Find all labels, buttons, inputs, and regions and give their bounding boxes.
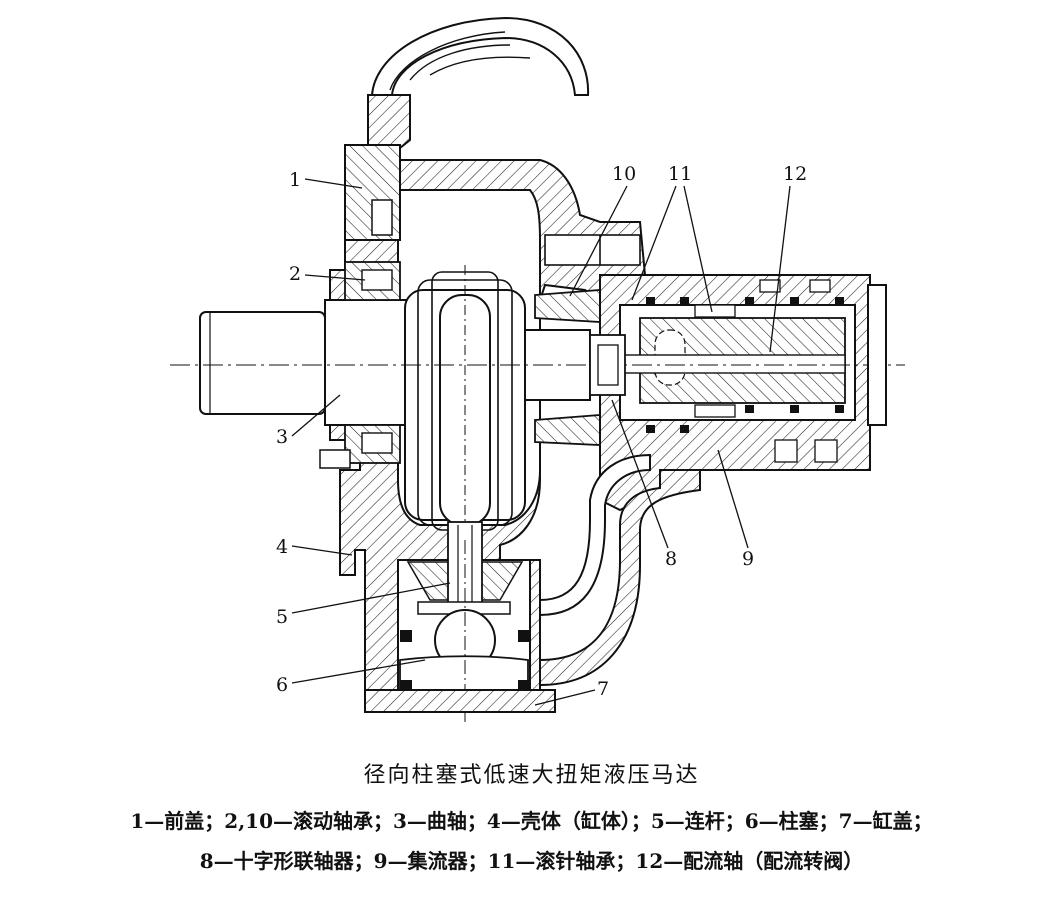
motor-cross-section-drawing: 1 2 3 4 5 6 7 8 9 10 11 12 <box>170 16 905 725</box>
label-part-9: 9 <box>742 548 754 570</box>
label-part-6: 6 <box>276 674 288 696</box>
figure-title: 径向柱塞式低速大扭矩液压马达 <box>363 763 700 788</box>
label-part-10: 10 <box>612 163 636 185</box>
oil-pipe-top <box>370 16 590 96</box>
piston-and-rod <box>364 521 556 725</box>
rolling-bearing-front <box>319 261 401 469</box>
label-part-1: 1 <box>289 169 301 191</box>
legend-line-1: 1—前盖；2,10—滚动轴承；3—曲轴；4—壳体（缸体）；5—连杆；6—柱塞；7… <box>130 809 933 833</box>
distributor-housing <box>170 274 905 512</box>
part-labels: 1 2 3 4 5 6 7 8 9 10 11 12 <box>276 163 807 706</box>
oil-pipe-return <box>539 453 701 687</box>
rolling-bearing-rear <box>534 234 641 446</box>
label-part-12: 12 <box>783 163 807 185</box>
label-part-11: 11 <box>668 163 692 185</box>
label-part-5: 5 <box>276 606 288 628</box>
label-part-2: 2 <box>289 263 301 285</box>
label-part-7: 7 <box>597 678 609 700</box>
label-part-8: 8 <box>665 548 677 570</box>
legend-line-2: 8—十字形联轴器；9—集流器；11—滚针轴承；12—配流轴（配流转阀） <box>199 849 864 873</box>
label-part-4: 4 <box>276 536 288 558</box>
eccentric-assembly <box>404 265 526 540</box>
crankshaft <box>199 299 591 426</box>
label-part-3: 3 <box>276 426 288 448</box>
